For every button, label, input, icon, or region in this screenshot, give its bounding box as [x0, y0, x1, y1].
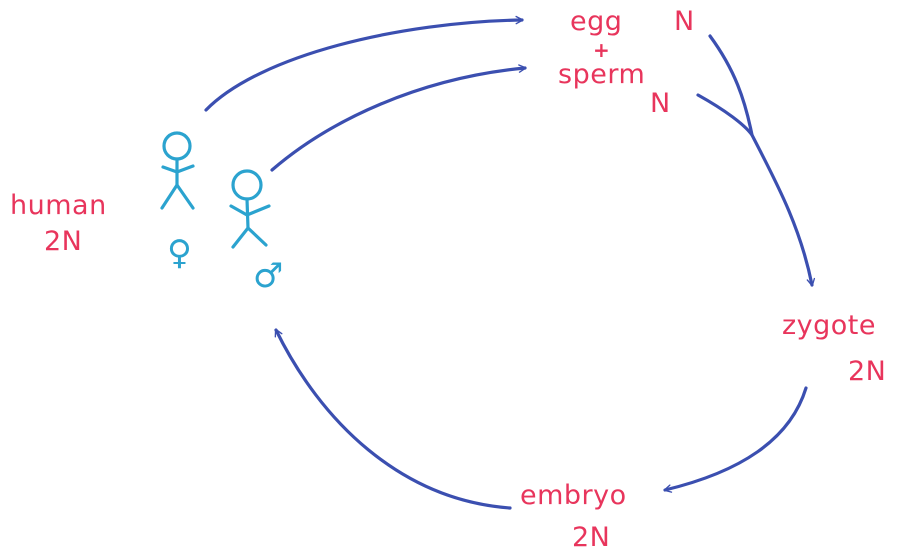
male-stick-figure — [229, 169, 271, 249]
sperm-label: sperm — [558, 59, 645, 90]
male-head — [231, 169, 263, 201]
arrow-embryo-to-human — [274, 328, 512, 510]
human-ploidy: 2N — [44, 226, 82, 257]
egg-ploidy: N — [674, 6, 695, 37]
human-label: human — [10, 190, 107, 221]
female-stick-figure — [160, 131, 195, 210]
female-legs — [160, 183, 195, 210]
female-head — [162, 131, 192, 161]
arrow-zygote-to-embryo — [663, 386, 808, 493]
arrow-gametes-to-zygote — [708, 34, 816, 287]
arrow-male-to-sperm — [270, 64, 527, 172]
embryo-ploidy: 2N — [572, 522, 610, 553]
female-arms — [161, 164, 195, 174]
arrows — [204, 15, 816, 510]
plus-sign: + — [593, 38, 610, 62]
arrow-sperm-branch — [696, 93, 754, 137]
male-arms — [229, 204, 271, 217]
embryo-label: embryo — [520, 480, 627, 511]
sperm-ploidy: N — [650, 88, 671, 119]
egg-label: egg — [570, 6, 622, 37]
labels: human 2N egg N + sperm N zygote 2N embry… — [10, 6, 886, 553]
female-symbol: ♀ — [167, 233, 192, 273]
zygote-label: zygote — [782, 310, 876, 341]
male-legs — [231, 226, 268, 249]
male-symbol: ♂ — [253, 256, 283, 296]
arrow-female-to-egg — [204, 15, 524, 112]
zygote-ploidy: 2N — [848, 356, 886, 387]
